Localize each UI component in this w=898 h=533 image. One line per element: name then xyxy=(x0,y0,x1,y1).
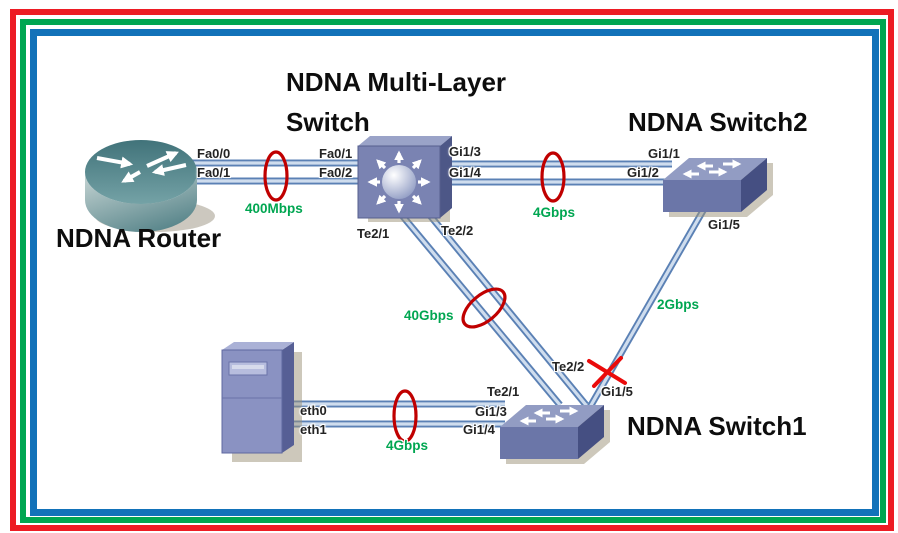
port-label-sw1-te2-2: Te2/2 xyxy=(552,359,585,374)
device-title-switch1: NDNA Switch1 xyxy=(627,411,807,441)
port-label-sw2-gi1-2: Gi1/2 xyxy=(627,165,659,180)
frame-outer-red xyxy=(10,9,894,531)
multilayer-switch-icon[interactable] xyxy=(357,136,452,222)
link-router-mls[interactable] xyxy=(190,159,362,185)
frame-middle-green xyxy=(20,19,886,523)
blocked-x-icon xyxy=(587,356,627,388)
device-title-switch2: NDNA Switch2 xyxy=(628,107,808,137)
server-icon[interactable] xyxy=(221,342,302,462)
aggregation-ellipse-server-switch1 xyxy=(392,389,418,443)
port-label-mls-gi1-3: Gi1/3 xyxy=(449,144,481,159)
switch-icon-switch1[interactable] xyxy=(500,405,610,464)
device-title-mls: NDNA Multi-Layer Switch xyxy=(286,67,507,137)
port-label-router-fa0-0: Fa0/0 xyxy=(197,146,231,161)
mls-sphere xyxy=(382,165,416,199)
port-label-mls-te2-1: Te2/1 xyxy=(357,226,390,241)
port-label-router-fa0-1: Fa0/1 xyxy=(197,165,231,180)
aggregation-ellipse-mls-switch1 xyxy=(461,287,507,329)
aggregation-ellipse-router-mls xyxy=(263,150,289,202)
speed-label-router-mls: 400Mbps xyxy=(245,201,303,216)
port-label-mls-te2-2: Te2/2 xyxy=(441,223,474,238)
speed-label-switch2-switch1: 2Gbps xyxy=(657,297,700,312)
speed-label-mls-switch1: 40Gbps xyxy=(404,308,454,323)
port-label-sw2-gi1-5: Gi1/5 xyxy=(708,217,740,232)
port-label-mls-fa0-1: Fa0/1 xyxy=(319,146,353,161)
device-title-router: NDNA Router xyxy=(56,223,222,253)
switch-icon-switch2[interactable] xyxy=(663,158,773,217)
port-label-sw1-te2-1: Te2/1 xyxy=(487,384,520,399)
link-mls-switch1[interactable] xyxy=(397,210,589,408)
port-label-sw1-gi1-3: Gi1/3 xyxy=(475,404,507,419)
aggregation-ellipse-mls-switch2 xyxy=(540,151,566,203)
link-mls-switch2[interactable] xyxy=(438,160,672,186)
speed-label-server-switch1: 4Gbps xyxy=(386,438,429,453)
port-label-server-eth0: eth0 xyxy=(300,403,327,418)
port-label-mls-fa0-2: Fa0/2 xyxy=(319,165,353,180)
port-label-sw1-gi1-5: Gi1/5 xyxy=(601,384,633,399)
port-label-sw1-gi1-4: Gi1/4 xyxy=(463,422,495,437)
port-label-mls-gi1-4: Gi1/4 xyxy=(449,165,481,180)
speed-label-mls-switch2: 4Gbps xyxy=(533,205,576,220)
port-label-server-eth1: eth1 xyxy=(300,422,327,437)
router-icon[interactable] xyxy=(85,140,215,232)
port-label-sw2-gi1-1: Gi1/1 xyxy=(648,146,680,161)
frame-inner-blue xyxy=(30,29,879,516)
